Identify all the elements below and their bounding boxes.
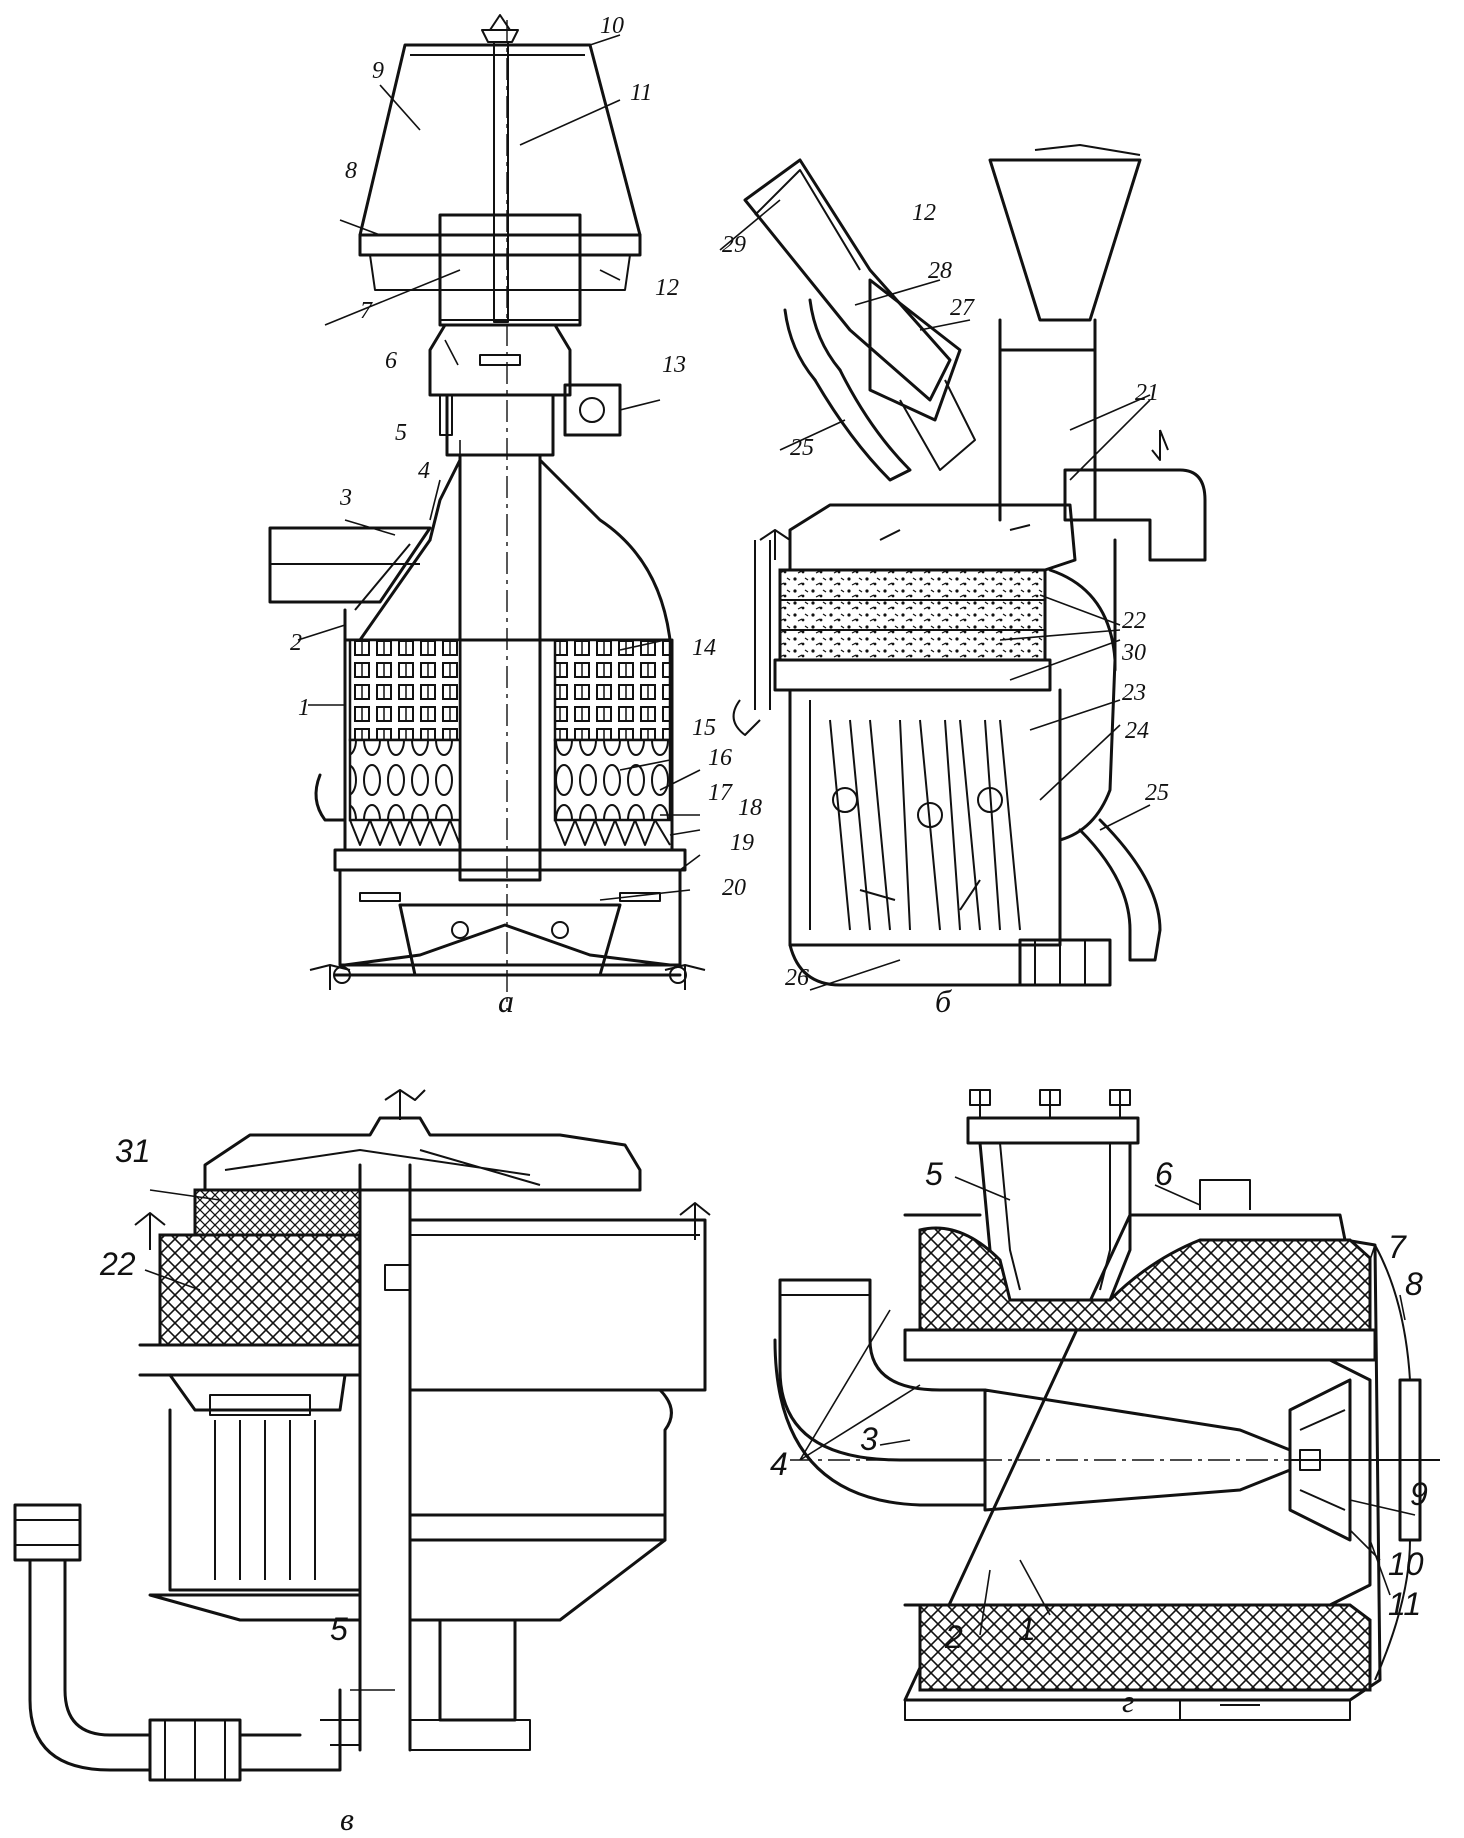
label-a-5: 5 — [395, 420, 407, 446]
view-v-combined-air-cleaner — [13, 1089, 711, 1782]
label-b-21: 21 — [1135, 380, 1159, 406]
label-g-1: 1 — [1018, 1611, 1036, 1647]
label-a-3: 3 — [339, 485, 352, 511]
label-g-5: 5 — [925, 1156, 943, 1192]
label-g-9: 9 — [1410, 1476, 1428, 1512]
part-labels: 1 2 3 4 5 6 7 8 9 10 11 12 13 14 15 16 1… — [99, 13, 1428, 1837]
label-v-31: 31 — [115, 1133, 151, 1169]
label-a-11: 11 — [630, 80, 652, 106]
label-b-25-lower: 25 — [1145, 780, 1169, 806]
label-b-29: 29 — [722, 232, 746, 258]
label-v-22: 22 — [99, 1246, 136, 1282]
label-a-16: 16 — [708, 745, 732, 771]
label-a-10: 10 — [600, 13, 624, 39]
label-b-23: 23 — [1122, 680, 1146, 706]
label-a-14: 14 — [692, 635, 716, 661]
label-g-10: 10 — [1388, 1546, 1424, 1582]
label-a-8: 8 — [345, 158, 357, 184]
label-b-22: 22 — [1122, 608, 1146, 634]
label-b-24: 24 — [1125, 718, 1149, 744]
label-a-20: 20 — [722, 875, 746, 901]
label-g-4: 4 — [770, 1446, 788, 1482]
label-a-9: 9 — [372, 58, 384, 84]
label-a-17: 17 — [708, 780, 733, 806]
label-a-12: 12 — [655, 275, 679, 301]
label-a-4: 4 — [418, 458, 430, 484]
label-b-28: 28 — [928, 258, 952, 284]
label-v-5: 5 — [330, 1611, 348, 1647]
view-letter-g: г — [1122, 1683, 1134, 1719]
label-a-6: 6 — [385, 348, 397, 374]
view-letter-b: б — [935, 983, 952, 1019]
label-a-13: 13 — [662, 352, 686, 378]
leader-lines — [144, 34, 1416, 1691]
label-g-11: 11 — [1388, 1586, 1421, 1622]
label-a-2: 2 — [290, 630, 302, 656]
label-g-7: 7 — [1388, 1229, 1407, 1265]
label-g-8: 8 — [1405, 1266, 1423, 1302]
label-b-27: 27 — [950, 295, 975, 321]
view-g-dry-filter-air-cleaner — [773, 1089, 1440, 1721]
view-a-cyclone-air-cleaner — [268, 14, 706, 1010]
label-b-30: 30 — [1121, 640, 1146, 666]
label-g-3: 3 — [860, 1421, 878, 1457]
view-b-oil-bath-air-cleaner — [732, 144, 1207, 987]
label-g-2: 2 — [944, 1619, 963, 1655]
label-b-25-upper: 25 — [790, 435, 814, 461]
label-a-18: 18 — [738, 795, 762, 821]
view-letter-a: а — [498, 983, 514, 1019]
label-a-15: 15 — [692, 715, 716, 741]
label-a-7: 7 — [360, 298, 373, 324]
label-a-1: 1 — [298, 695, 310, 721]
label-b-12: 12 — [912, 200, 936, 226]
label-g-6: 6 — [1155, 1156, 1173, 1192]
label-b-26: 26 — [785, 965, 809, 991]
view-letter-v: в — [340, 1801, 354, 1837]
label-a-19: 19 — [730, 830, 754, 856]
